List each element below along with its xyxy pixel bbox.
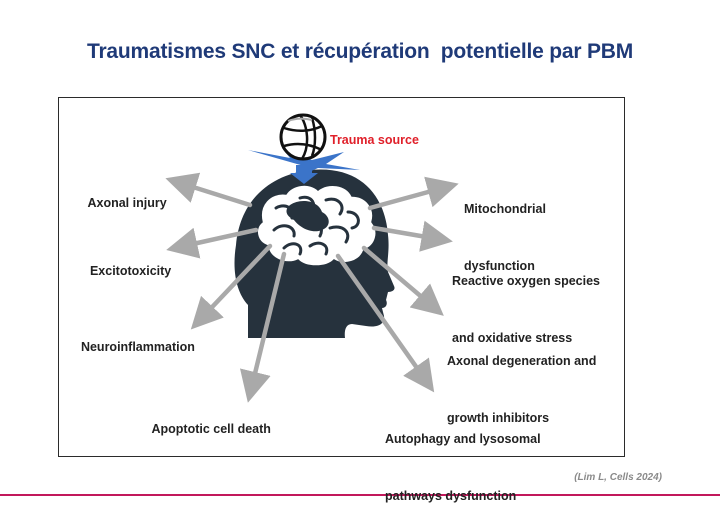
label-line: growth inhibitors: [447, 411, 550, 425]
label-line: Apoptotic cell death: [151, 422, 271, 436]
arrow-reactive-oxygen-species: [371, 220, 453, 252]
label-line: Excitotoxicity: [89, 264, 172, 278]
arrow-axonal-injury: [165, 172, 253, 208]
label-apoptotic-cell-death: Apoptotic cell death: [145, 401, 271, 439]
label-line: and oxidative stress: [452, 331, 573, 345]
label-axonal-injury: Axonal injury: [81, 175, 167, 213]
arrow-mitochondrial-dysfunction: [367, 176, 459, 211]
citation: (Lim L, Cells 2024): [574, 472, 662, 483]
trauma-source-label: Trauma source: [330, 133, 419, 147]
diagram-graphics: [165, 113, 459, 403]
bottom-rule: [0, 494, 720, 496]
label-line: Axonal injury: [87, 196, 167, 210]
label-line: pathways dysfunction: [385, 489, 517, 503]
label-line: Neuroinflammation: [80, 340, 195, 354]
label-line: Mitochondrial: [464, 202, 546, 216]
arrow-neuroinflammation: [190, 243, 273, 330]
impact-arrow-icon: [290, 165, 318, 184]
arrow-excitotoxicity: [166, 227, 259, 259]
effect-arrows: [165, 172, 459, 403]
ball-icon: [279, 113, 327, 161]
arrow-autophagy-lysosomal: [335, 253, 435, 393]
slide-title: Traumatismes SNC et récupération potenti…: [86, 40, 634, 63]
impact-flash-icon: [248, 148, 360, 176]
label-line: Autophagy and lysosomal: [385, 432, 541, 446]
arrow-apoptotic-cell-death: [240, 251, 287, 403]
label-autophagy-lysosomal: Autophagy and lysosomal pathways dysfunc…: [385, 392, 541, 525]
brain-icon: [256, 184, 377, 267]
label-neuroinflammation: Neuroinflammation: [74, 319, 195, 357]
label-excitotoxicity: Excitotoxicity: [83, 243, 171, 281]
label-reactive-oxygen-species: Reactive oxygen species and oxidative st…: [452, 234, 600, 367]
label-line: dysfunction: [464, 259, 535, 273]
arrow-axonal-degeneration: [361, 245, 444, 316]
label-line: Reactive oxygen species: [452, 274, 600, 288]
label-mitochondrial-dysfunction: Mitochondrial dysfunction: [464, 162, 546, 295]
label-line: Axonal degeneration and: [447, 354, 597, 368]
label-axonal-degeneration: Axonal degeneration and growth inhibitor…: [447, 314, 596, 447]
